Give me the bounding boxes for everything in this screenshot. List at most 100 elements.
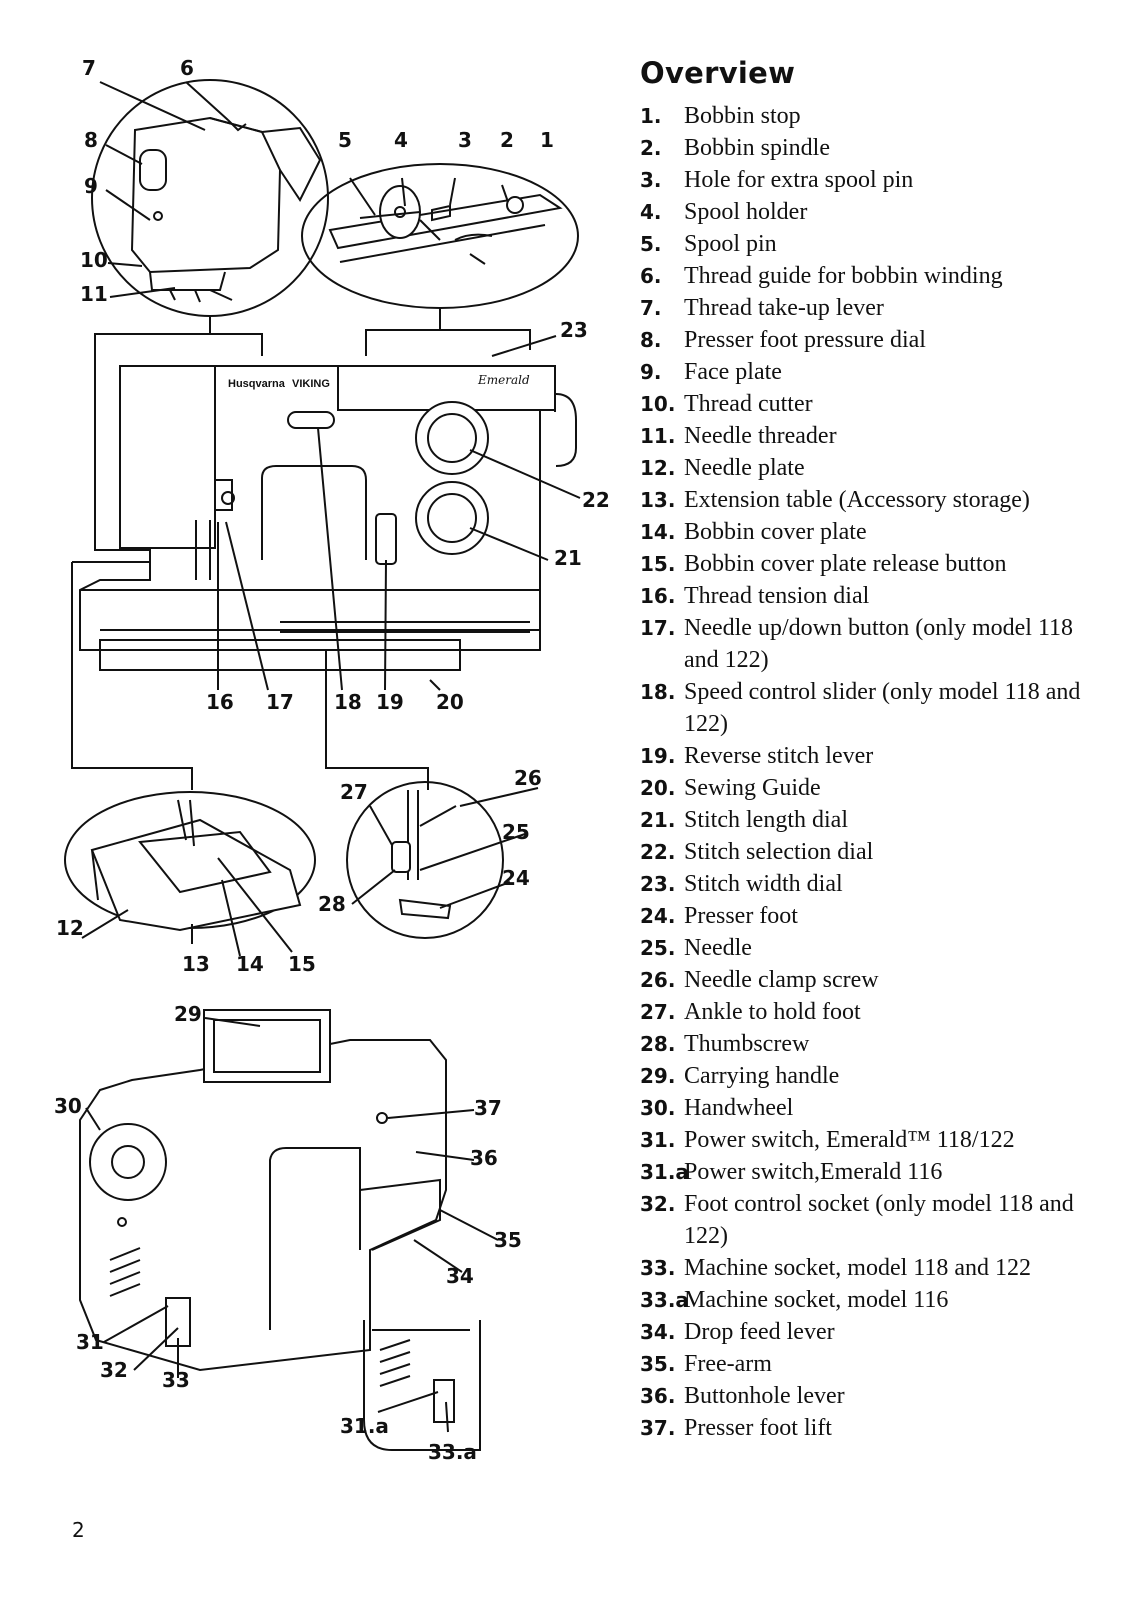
part-item: 32.Foot control socket (only model 118 a… xyxy=(640,1188,1110,1252)
overview-illustrations: Husqvarna VIKING Emerald xyxy=(54,56,610,1464)
part-number: 34. xyxy=(640,1320,676,1344)
part-number: 13. xyxy=(640,488,676,512)
part-label: Bobbin cover plate release button xyxy=(684,551,1007,577)
callout-19: 19 xyxy=(376,690,404,714)
part-item: 18.Speed control slider (only model 118 … xyxy=(640,676,1110,740)
spool-detail xyxy=(301,163,579,309)
section-title: Overview xyxy=(640,56,796,90)
part-number: 11. xyxy=(640,424,676,448)
callout-36: 36 xyxy=(470,1146,498,1170)
part-number: 12. xyxy=(640,456,676,480)
part-item: 17.Needle up/down button (only model 118… xyxy=(640,612,1110,676)
part-item: 24. Presser foot xyxy=(640,900,1110,932)
part-label: Extension table (Accessory storage) xyxy=(684,487,1030,513)
part-label: Carrying handle xyxy=(684,1063,840,1089)
model116-inset xyxy=(363,1320,481,1451)
part-item: 3. Hole for extra spool pin xyxy=(640,164,1110,196)
part-label: Stitch width dial xyxy=(684,871,843,897)
callout-2: 2 xyxy=(500,128,514,152)
callout-33a: 33.a xyxy=(428,1440,477,1464)
part-label: Thread take-up lever xyxy=(684,295,884,321)
part-number: 20. xyxy=(640,776,676,800)
part-item: 22.Stitch selection dial xyxy=(640,836,1110,868)
part-number: 7. xyxy=(640,296,662,320)
part-item: 36.Buttonhole lever xyxy=(640,1380,1110,1412)
part-item: 8.Presser foot pressure dial xyxy=(640,324,1110,356)
part-item: 5.Spool pin xyxy=(640,228,1110,260)
callout-21: 21 xyxy=(554,546,582,570)
part-number: 32. xyxy=(640,1192,676,1216)
part-number: 8. xyxy=(640,328,662,352)
model-logo-text: Emerald xyxy=(477,373,530,387)
part-number: 22. xyxy=(640,840,676,864)
part-item: 16.Thread tension dial xyxy=(640,580,1110,612)
part-label: Handwheel xyxy=(684,1095,794,1121)
part-label: Thread cutter xyxy=(684,391,813,417)
part-number: 25. xyxy=(640,936,676,960)
part-label: Presser foot xyxy=(684,903,798,929)
part-number: 33.a xyxy=(640,1288,689,1312)
callout-5: 5 xyxy=(338,128,352,152)
part-number: 3. xyxy=(640,168,662,192)
callout-15: 15 xyxy=(288,952,316,976)
callout-23: 23 xyxy=(560,318,588,342)
part-item: 13. Extension table (Accessory storage) xyxy=(640,484,1110,516)
part-item: 37.Presser foot lift xyxy=(640,1412,1110,1444)
part-label: Thread guide for bobbin winding xyxy=(684,263,1003,289)
part-number: 27. xyxy=(640,1000,676,1024)
part-label: Ankle to hold foot xyxy=(684,999,861,1025)
part-number: 21. xyxy=(640,808,676,832)
part-label: Free-arm xyxy=(684,1351,772,1377)
part-label: Needle threader xyxy=(684,423,837,449)
brand-logo-text: Husqvarna xyxy=(228,378,286,390)
part-number: 35. xyxy=(640,1352,676,1376)
brand-logo-text-2: VIKING xyxy=(292,378,330,390)
part-label: Bobbin cover plate xyxy=(684,519,867,545)
part-number: 9. xyxy=(640,360,662,384)
part-label: Buttonhole lever xyxy=(684,1383,845,1409)
part-label: Power switch,Emerald 116 xyxy=(684,1159,943,1185)
callout-34: 34 xyxy=(446,1264,474,1288)
part-item: 4.Spool holder xyxy=(640,196,1110,228)
callout-16: 16 xyxy=(206,690,234,714)
part-item: 34. Drop feed lever xyxy=(640,1316,1110,1348)
part-label: Sewing Guide xyxy=(684,775,821,801)
callout-10: 10 xyxy=(80,248,108,272)
part-number: 28. xyxy=(640,1032,676,1056)
callout-22: 22 xyxy=(582,488,610,512)
callout-35: 35 xyxy=(494,1228,522,1252)
part-item: 28.Thumbscrew xyxy=(640,1028,1110,1060)
part-item: 9. Face plate xyxy=(640,356,1110,388)
part-label: Drop feed lever xyxy=(684,1319,835,1345)
part-number: 1. xyxy=(640,104,662,128)
part-number: 14. xyxy=(640,520,676,544)
part-item: 33.Machine socket, model 118 and 122 xyxy=(640,1252,1110,1284)
part-label: Needle xyxy=(684,935,752,961)
part-label: Face plate xyxy=(684,359,782,385)
callout-33: 33 xyxy=(162,1368,190,1392)
part-label: Hole for extra spool pin xyxy=(684,167,914,193)
callout-11: 11 xyxy=(80,282,108,306)
part-number: 24. xyxy=(640,904,676,928)
callout-20: 20 xyxy=(436,690,464,714)
part-label: Reverse stitch lever xyxy=(684,743,874,769)
part-number: 29. xyxy=(640,1064,676,1088)
part-item: 31.Power switch, Emerald™ 118/122 xyxy=(640,1124,1110,1156)
callout-8: 8 xyxy=(84,128,98,152)
part-item: 26.Needle clamp screw xyxy=(640,964,1110,996)
callout-7: 7 xyxy=(82,56,96,80)
callout-32: 32 xyxy=(100,1358,128,1382)
needleplate-detail xyxy=(64,791,316,932)
callout-3: 3 xyxy=(458,128,472,152)
part-number: 6. xyxy=(640,264,662,288)
callout-6: 6 xyxy=(180,56,194,80)
part-number: 37. xyxy=(640,1416,676,1440)
part-item: 7. Thread take-up lever xyxy=(640,292,1110,324)
part-number: 10. xyxy=(640,392,676,416)
part-item: 19.Reverse stitch lever xyxy=(640,740,1110,772)
part-item: 2.Bobbin spindle xyxy=(640,132,1110,164)
part-number: 18. xyxy=(640,680,676,704)
callout-17: 17 xyxy=(266,690,294,714)
